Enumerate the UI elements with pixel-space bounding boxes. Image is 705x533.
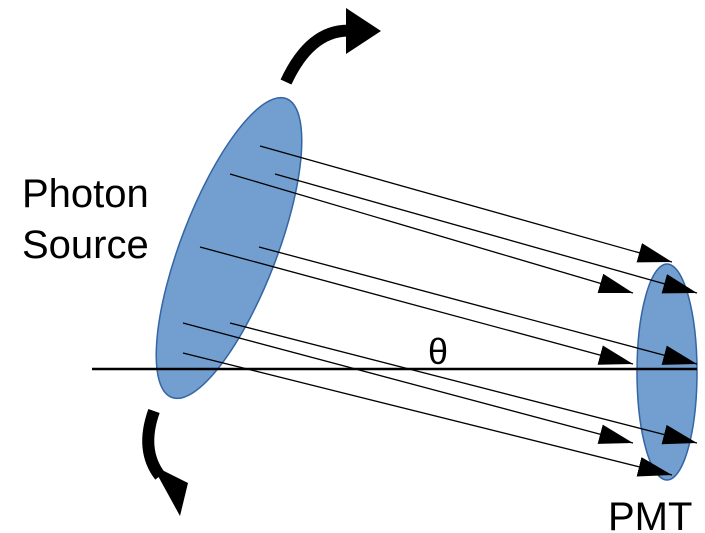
photon-ray	[199, 246, 634, 365]
pmt-label: PMT	[608, 495, 692, 533]
photon-ray	[274, 173, 698, 294]
photon-source-disc	[155, 96, 303, 400]
photon-ray	[229, 173, 634, 294]
photon-source-label-line2: Source	[22, 223, 149, 267]
photon-source-label-line1: Photon	[22, 172, 149, 216]
pmt-detector	[636, 263, 698, 481]
rotation-arrow-bottom	[142, 408, 188, 516]
photon-ray	[182, 322, 634, 444]
photon-ray	[229, 322, 698, 445]
angle-label: θ	[428, 331, 448, 372]
photon-ray	[259, 145, 673, 263]
rotation-arrow-top	[280, 8, 381, 85]
photon-rays	[182, 145, 698, 477]
photon-ray	[258, 246, 698, 365]
photon-ray	[182, 352, 673, 477]
